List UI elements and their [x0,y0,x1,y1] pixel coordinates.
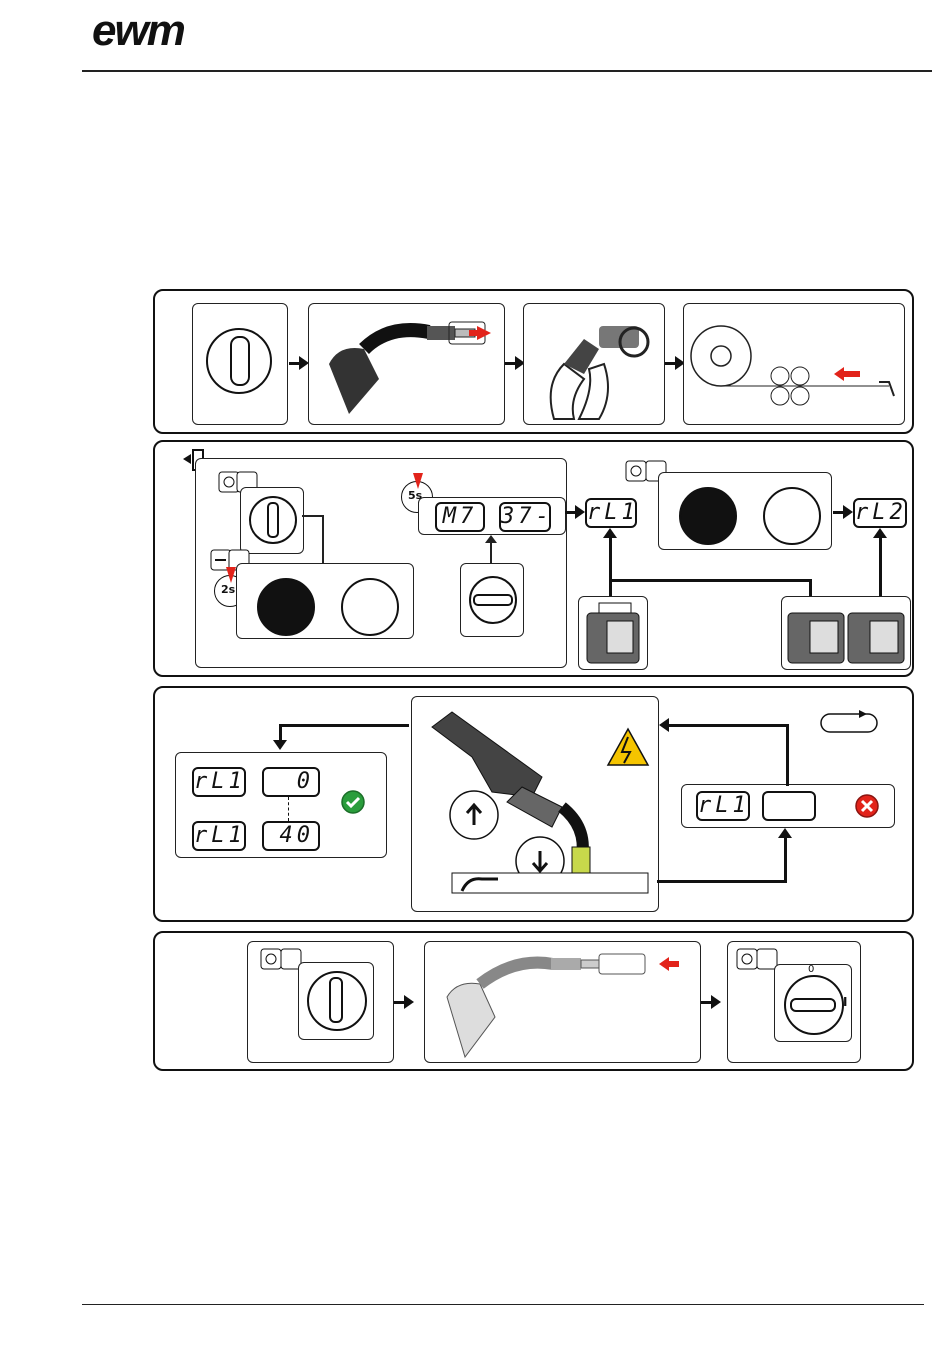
selector-knob-box [240,487,304,554]
arrow-head [778,828,792,838]
knob-left-active [257,578,315,636]
result-error-box: rL1 [681,784,895,828]
wire-cutter-illustration [524,304,664,424]
arrow-head [603,528,617,538]
connector-line [609,579,812,582]
knob-right [341,578,399,636]
main-switch-box-2 [247,941,394,1063]
mode-selector-handle [473,594,513,606]
connector-line [809,579,812,597]
switch-on-label: I [843,995,847,1009]
panel-step-3: rL1 0 rL1 40 rL1 [153,686,914,922]
hand-touch-icon [260,948,302,972]
knob-right [763,487,821,545]
display-rl2: rL2 [853,498,907,528]
torch-trigger-illustration [412,697,658,911]
display-empty [762,791,816,821]
torch-box-2 [424,941,701,1063]
display-rl1-row2: rL1 [192,821,246,851]
switch-off-label: 0 [808,964,814,975]
main-switch-box [192,303,288,425]
wire-spool-box [683,303,905,425]
main-switch-handle [230,336,250,386]
display-box: M7 37- [418,497,566,535]
connector-line [490,541,492,563]
connector-line [609,534,612,596]
arrow-head [485,535,497,543]
display-rl1-error: rL1 [696,791,750,821]
arrow-head [575,505,585,519]
connector-line [669,724,789,727]
torch-operation-box [411,696,659,912]
torch-illustration [425,942,700,1062]
panel-step-2: 2s 5s M7 37- rL1 [153,440,914,677]
error-cross-icon [854,793,880,819]
switch-inner-box [298,962,374,1040]
repeat-loop-icon [819,710,879,736]
panel-step-1 [153,289,914,434]
torch-illustration [309,304,504,424]
display-value: 37- [499,502,551,532]
header-rule [82,70,932,72]
connector-line [879,534,882,596]
config-container: 2s 5s M7 37- [195,458,567,668]
connector-line [302,515,322,517]
arrow-head [873,528,887,538]
connector-line [288,797,291,821]
hand-touch-icon [736,948,778,972]
machine-single-box [578,596,648,670]
timer-pointer-icon [226,567,236,583]
panel-step-4: 0 I [153,931,914,1071]
main-switch-handle [329,977,343,1023]
arrow-head [843,505,853,519]
display-program: M7 [435,502,485,532]
cutter-box [523,303,665,425]
connector-line [786,724,789,786]
wire-spool-illustration [684,304,904,424]
dual-knob-box-2 [658,472,832,550]
timer-pointer-icon [413,473,423,489]
connector-line [279,724,409,727]
connector-line [322,515,324,567]
selector-knob-handle [267,502,279,538]
display-value-row2: 40 [262,821,320,851]
arrow-head [659,718,669,732]
timer-2s-label: 2s [221,583,235,596]
connector-line [657,880,787,883]
display-rl1-row1: rL1 [192,767,246,797]
connector-line [784,836,787,883]
result-ok-box: rL1 0 rL1 40 [175,752,387,858]
welding-machine-icon [579,597,647,669]
footer-rule [82,1304,924,1305]
brand-logo: ewm [92,6,184,56]
arrow-head [273,740,287,750]
arrow-head [711,995,721,1009]
machine-double-box [781,596,911,670]
display-rl1: rL1 [585,498,637,528]
welding-machine-pair-icon [782,597,910,669]
display-value-row1: 0 [262,767,320,797]
main-switch-handle [790,998,836,1012]
torch-box [308,303,505,425]
checkmark-ok-icon [340,789,366,815]
dual-knob-box [236,563,414,639]
arrow-head [404,995,414,1009]
mode-selector-box [460,563,524,637]
switch-inner-box: 0 I [774,964,852,1042]
knob-left-active [679,487,737,545]
main-switch-on-box: 0 I [727,941,861,1063]
